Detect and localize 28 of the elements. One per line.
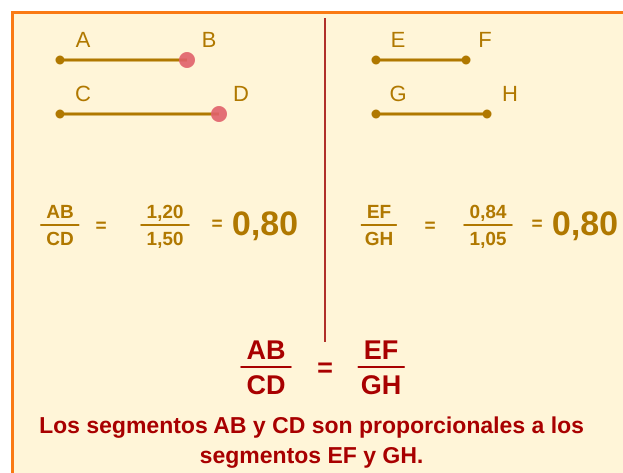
fraction-denominator: CD xyxy=(45,228,75,249)
equals-sign: = xyxy=(95,216,107,236)
fraction-denominator: 1,50 xyxy=(146,228,184,249)
point-label: B xyxy=(202,29,216,51)
fraction-numerator: 0,84 xyxy=(464,203,512,226)
fraction-numerator: EF xyxy=(360,203,398,226)
fraction-numerator: AB xyxy=(40,203,80,226)
point-label: E xyxy=(390,29,406,51)
equals-sign: = xyxy=(211,214,223,234)
equals-sign: = xyxy=(531,214,543,234)
point-label: C xyxy=(75,83,91,105)
fraction-denominator: GH xyxy=(360,369,402,399)
point-label: D xyxy=(233,83,249,105)
fraction-numerator: AB xyxy=(240,337,292,368)
ratio-value: 0,80 xyxy=(232,207,298,241)
ratio-value: 0,80 xyxy=(552,207,618,241)
conclusion-text: Los segmentos AB y CD son proporcionales a los segmentos EF y GH. xyxy=(38,411,585,470)
fraction-denominator: 1,05 xyxy=(468,228,508,249)
equals-sign: = xyxy=(317,354,333,382)
equals-sign: = xyxy=(424,216,436,236)
point-label: H xyxy=(502,83,518,105)
point-label: A xyxy=(76,29,90,51)
fraction-denominator: CD xyxy=(246,369,286,399)
fraction-numerator: EF xyxy=(358,337,404,368)
fraction-numerator: 1,20 xyxy=(140,203,190,226)
fraction-denominator: GH xyxy=(364,228,394,249)
point-label: G xyxy=(389,83,407,105)
point-label: F xyxy=(478,29,492,51)
